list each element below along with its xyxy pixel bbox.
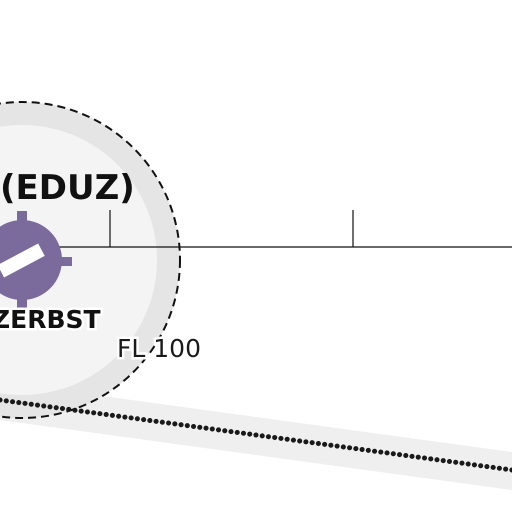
airfield-symbol-icon[interactable]: [0, 211, 72, 309]
flight-level-label: FL 100: [117, 334, 201, 363]
airfield-zone-boundary[interactable]: [0, 101, 181, 419]
airfield-name: ZERBST: [0, 305, 101, 334]
airfield-ident: (EDUZ): [0, 168, 135, 208]
dotted-route-line[interactable]: [0, 397, 512, 473]
airfield-zone-inner: [0, 125, 157, 395]
